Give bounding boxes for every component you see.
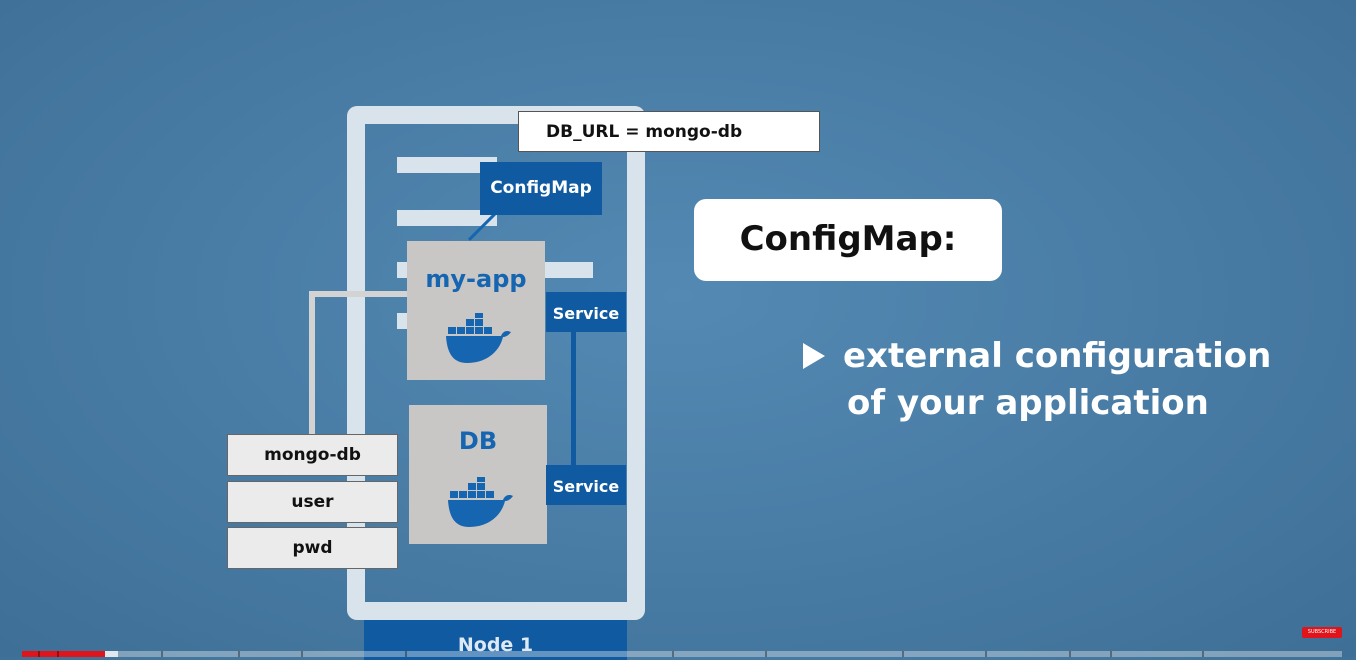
node-stripe (397, 262, 409, 278)
secret-item: mongo-db (227, 434, 398, 476)
chapter-divider (161, 651, 163, 657)
chapter-divider (238, 651, 240, 657)
chapter-divider (765, 651, 767, 657)
secret-connector (309, 291, 409, 297)
progress-played (22, 651, 105, 657)
bullet-text: external configuration of your applicati… (843, 333, 1303, 427)
bullet-arrow-icon (803, 343, 825, 369)
node-stripe (545, 262, 593, 278)
chapter-divider (57, 651, 59, 657)
secret-connector (309, 291, 315, 436)
slide-title: ConfigMap: (694, 199, 1002, 281)
chapter-divider (1202, 651, 1204, 657)
service-db: Service (546, 465, 626, 505)
chapter-divider (985, 651, 987, 657)
bullet-line: of your application (847, 383, 1209, 423)
pod-label: DB (458, 427, 498, 455)
docker-whale-icon (446, 313, 511, 363)
subscribe-button[interactable]: SUBSCRIBE (1302, 627, 1342, 638)
chapter-divider (301, 651, 303, 657)
chapter-divider (38, 651, 40, 657)
chapter-divider (405, 651, 407, 657)
node-stripe (397, 210, 497, 226)
node-stripe (397, 313, 409, 329)
chapter-divider (902, 651, 904, 657)
secret-item: pwd (227, 527, 398, 569)
secret-item: user (227, 481, 398, 523)
bullet-line: external configuration (843, 336, 1272, 376)
configmap-value: DB_URL = mongo-db (518, 111, 820, 152)
node-label: Node 1 (364, 620, 627, 660)
service-my-app: Service (546, 292, 626, 332)
db-pod: DB (409, 405, 547, 544)
my-app-pod: my-app (407, 241, 545, 380)
service-connector (571, 331, 576, 466)
chapter-divider (1069, 651, 1071, 657)
chapter-divider (672, 651, 674, 657)
configmap-box: ConfigMap (480, 162, 602, 215)
progress-buffered (105, 651, 118, 657)
chapter-divider (1110, 651, 1112, 657)
node-stripe (397, 157, 497, 173)
video-progress-bar[interactable] (22, 651, 1342, 657)
docker-whale-icon (448, 477, 513, 527)
pod-label: my-app (425, 265, 527, 293)
